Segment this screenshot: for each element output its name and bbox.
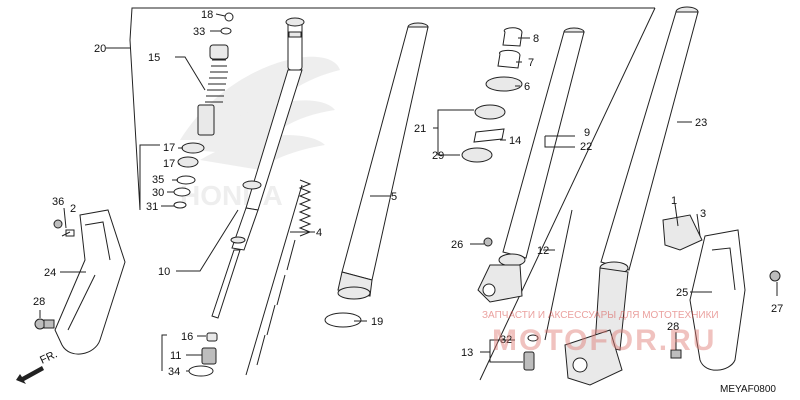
leader-lines — [39, 13, 778, 372]
callout-24: 24 — [44, 267, 56, 279]
callout-28-right: 28 — [667, 321, 679, 333]
callout-36: 36 — [52, 196, 64, 208]
callout-12: 12 — [537, 245, 549, 257]
callout-numbers: 18 33 15 20 17 17 35 30 31 10 16 11 34 3… — [33, 9, 783, 378]
callout-3: 3 — [700, 208, 706, 220]
callout-13: 13 — [461, 347, 473, 359]
guard-bolts — [34, 219, 75, 330]
outer-fork-tube-right — [564, 6, 699, 386]
group-frame-diagonal — [479, 7, 656, 381]
inner-fork-tube — [324, 22, 429, 328]
callout-6: 6 — [524, 81, 530, 93]
callout-15: 15 — [148, 52, 160, 64]
callout-30: 30 — [152, 187, 164, 199]
callout-1: 1 — [671, 195, 677, 207]
group-frame-top — [129, 7, 655, 211]
callout-21: 21 — [414, 123, 426, 135]
damper-cartridge — [211, 17, 305, 319]
callout-27: 27 — [771, 303, 783, 315]
callout-9: 9 — [584, 127, 590, 139]
fork-guard — [54, 209, 126, 355]
callout-18: 18 — [201, 9, 213, 21]
callout-34: 34 — [168, 366, 180, 378]
fork-guard-right — [662, 214, 781, 371]
callout-20: 20 — [94, 43, 106, 55]
watermark-site: MOTOFOR.RU — [492, 324, 716, 357]
callout-31: 31 — [146, 201, 158, 213]
callout-26: 26 — [451, 239, 463, 251]
callout-28-left: 28 — [33, 296, 45, 308]
damper-bottom-parts — [188, 332, 218, 377]
callout-29: 29 — [432, 150, 444, 162]
callout-16: 16 — [181, 331, 193, 343]
outer-fork-tube-left — [477, 27, 585, 341]
callout-17-lower: 17 — [163, 158, 175, 170]
callout-32: 32 — [500, 334, 512, 346]
callout-19: 19 — [371, 316, 383, 328]
fork-spring — [245, 179, 312, 376]
callout-11: 11 — [170, 350, 181, 362]
callout-23: 23 — [695, 117, 707, 129]
diagram-code: MEYAF0800 — [720, 384, 776, 395]
callout-33: 33 — [193, 26, 205, 38]
callout-25: 25 — [676, 287, 688, 299]
callout-17-upper: 17 — [163, 142, 175, 154]
callout-4: 4 — [316, 227, 322, 239]
callout-5: 5 — [391, 191, 397, 203]
front-label: FR. — [38, 348, 59, 366]
watermark-caption: ЗАПЧАСТИ И АКСЕССУАРЫ ДЛЯ МОТОТЕХНИКИ — [482, 310, 719, 321]
callout-10: 10 — [158, 266, 170, 278]
callout-2: 2 — [70, 203, 76, 215]
svg-text:HONDA: HONDA — [180, 180, 283, 211]
callout-14: 14 — [509, 135, 521, 147]
callout-35: 35 — [152, 174, 164, 186]
callout-7: 7 — [528, 57, 534, 69]
callout-22: 22 — [580, 141, 592, 153]
fork-seal-set — [461, 27, 523, 163]
bleed-bolt — [523, 334, 539, 371]
adjuster-assembly — [197, 12, 234, 136]
front-direction-arrow-icon — [16, 366, 44, 384]
callout-8: 8 — [533, 33, 539, 45]
